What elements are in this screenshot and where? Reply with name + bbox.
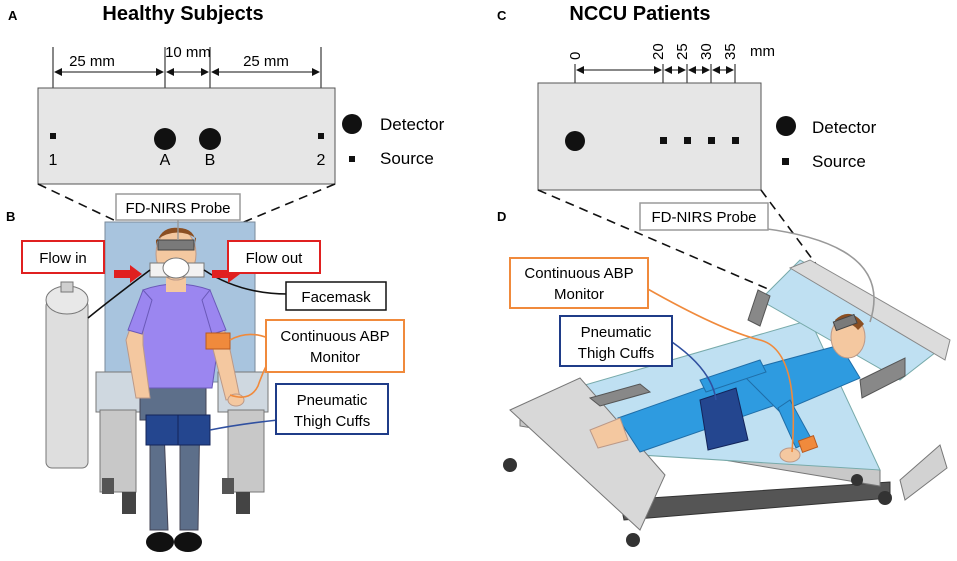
panel-c-title: NCCU Patients bbox=[569, 3, 710, 25]
probe-pad-a bbox=[37, 87, 336, 185]
abp-lead-d bbox=[645, 287, 795, 453]
legend-detector-icon bbox=[342, 114, 362, 134]
flow-out-label: Flow out bbox=[246, 250, 304, 267]
flow-in-label: Flow in bbox=[39, 250, 87, 267]
legend-detector-label-c: Detector bbox=[812, 118, 877, 137]
flow-in-arrow bbox=[114, 265, 142, 283]
reclining-patient bbox=[589, 313, 866, 463]
abp-finger-lead-b bbox=[229, 361, 269, 398]
probe-callout-d bbox=[639, 202, 769, 231]
source-1 bbox=[50, 133, 56, 139]
label-1: 1 bbox=[49, 152, 58, 169]
caster-3 bbox=[503, 458, 517, 472]
gas-tube bbox=[87, 269, 151, 319]
label-2: 2 bbox=[317, 152, 326, 169]
probe-callout-b bbox=[115, 193, 241, 221]
detector-c bbox=[565, 131, 585, 151]
abp-box-d bbox=[509, 257, 649, 309]
probe-label-d: FD-NIRS Probe bbox=[651, 209, 756, 226]
caster-4 bbox=[851, 474, 863, 486]
dim-label-2: 10 mm bbox=[165, 44, 211, 61]
cuff-label-d-1: Pneumatic bbox=[581, 324, 652, 341]
tick-30: 30 bbox=[698, 43, 715, 60]
facemask-label: Facemask bbox=[301, 289, 371, 306]
panel-d-letter: D bbox=[497, 209, 506, 224]
cuff-label-d-2: Thigh Cuffs bbox=[578, 345, 654, 362]
probe-label-b: FD-NIRS Probe bbox=[125, 200, 230, 217]
cuff-label-b-1: Pneumatic bbox=[297, 392, 368, 409]
caster-2 bbox=[878, 491, 892, 505]
abp-label-d-2: Monitor bbox=[554, 286, 604, 303]
abp-label-b-1: Continuous ABP bbox=[280, 328, 389, 345]
cuff-label-b-2: Thigh Cuffs bbox=[294, 413, 370, 430]
tick-unit: mm bbox=[750, 43, 775, 60]
source-25 bbox=[684, 137, 691, 144]
facemask-cup bbox=[162, 257, 190, 279]
legend-source-icon-c bbox=[782, 158, 789, 165]
probe-on-forehead-d bbox=[832, 313, 858, 332]
legend-source-label-c: Source bbox=[812, 152, 866, 171]
panel-b-letter: B bbox=[6, 209, 15, 224]
cuff-lead-d bbox=[671, 341, 717, 401]
label-a: A bbox=[160, 152, 171, 169]
flow-in-box bbox=[21, 240, 105, 274]
panel-a-title: Healthy Subjects bbox=[102, 3, 263, 25]
dim-label-1: 25 mm bbox=[69, 53, 115, 70]
abp-label-b-2: Monitor bbox=[310, 349, 360, 366]
gas-cylinder bbox=[45, 281, 89, 469]
tick-0: 0 bbox=[567, 52, 584, 60]
source-20 bbox=[660, 137, 667, 144]
tick-20: 20 bbox=[650, 43, 667, 60]
abp-label-d-1: Continuous ABP bbox=[524, 265, 633, 282]
caster-1 bbox=[626, 533, 640, 547]
panel-c: C NCCU Patients 0 20 25 30 35 mm Detecto… bbox=[497, 3, 877, 321]
source-35 bbox=[732, 137, 739, 144]
dim-label-3: 25 mm bbox=[243, 53, 289, 70]
detector-a bbox=[154, 128, 176, 150]
zoom-line-right-c bbox=[760, 189, 857, 319]
source-2 bbox=[318, 133, 324, 139]
panel-c-letter: C bbox=[497, 8, 507, 23]
seated-subject bbox=[125, 227, 245, 552]
cuff-box-b bbox=[275, 383, 389, 435]
facemask-box bbox=[285, 281, 387, 311]
thigh-cuffs-d bbox=[699, 387, 749, 451]
detector-b bbox=[199, 128, 221, 150]
legend-detector-icon-c bbox=[776, 116, 796, 136]
cuff-lead-b bbox=[209, 419, 279, 431]
flow-out-box bbox=[227, 240, 321, 274]
legend-source-icon bbox=[349, 156, 355, 162]
abp-lead-b bbox=[229, 333, 269, 341]
abp-cuff-b bbox=[205, 332, 231, 350]
legend-source-label: Source bbox=[380, 149, 434, 168]
tick-35: 35 bbox=[722, 43, 739, 60]
source-30 bbox=[708, 137, 715, 144]
panel-b: B bbox=[6, 193, 405, 552]
facemask-lead bbox=[203, 269, 289, 295]
panel-a: A Healthy Subjects 25 mm 10 mm 25 mm 1 A… bbox=[8, 3, 445, 243]
cuff-box-d bbox=[559, 315, 673, 367]
abp-box-b bbox=[265, 319, 405, 373]
panel-d: D bbox=[497, 202, 951, 547]
probe-on-forehead bbox=[157, 239, 195, 251]
label-b: B bbox=[205, 152, 216, 169]
abp-cuff-d bbox=[797, 434, 819, 454]
panel-a-letter: A bbox=[8, 8, 18, 23]
tick-25: 25 bbox=[674, 43, 691, 60]
legend-detector-label: Detector bbox=[380, 115, 445, 134]
